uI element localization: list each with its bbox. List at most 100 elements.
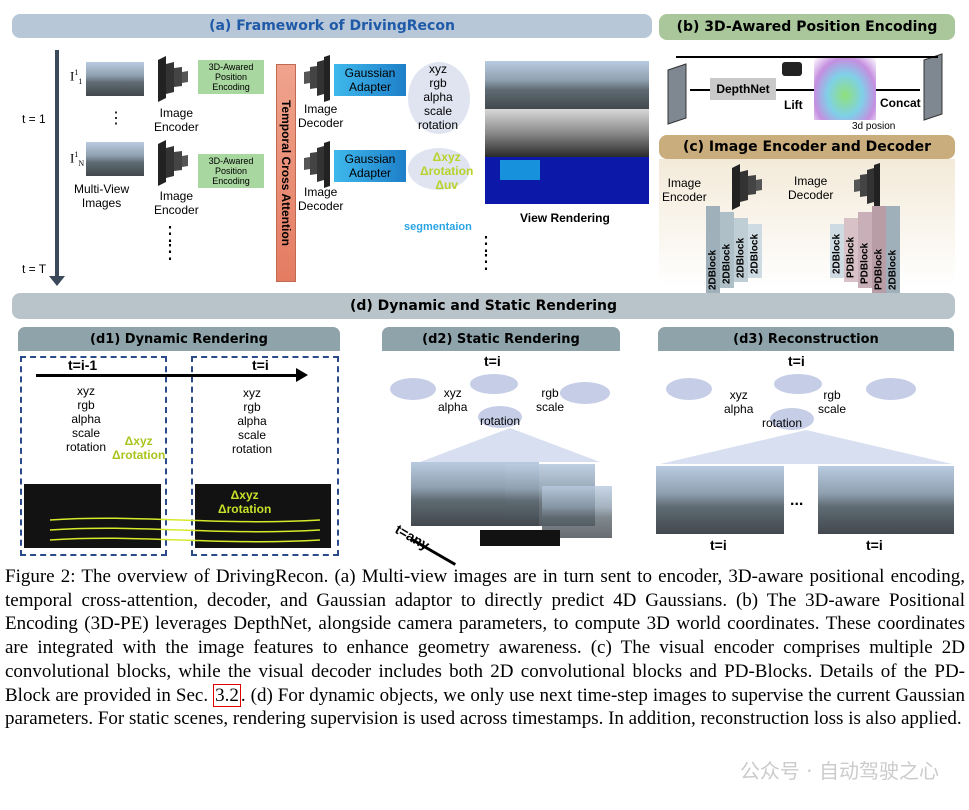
dots-vertical-2: ⋮ <box>160 223 180 245</box>
d1-params-prev: xyz rgb alpha scale rotation <box>66 384 107 454</box>
d3-xyz-alpha: xyz alpha <box>724 388 754 416</box>
dots-vertical-1: ⋮ <box>108 110 124 127</box>
d1-time-arrow-head <box>296 368 308 382</box>
dec-block-4: PDBlock <box>872 206 886 294</box>
d3-t-left: t=i <box>710 537 727 553</box>
gaussian-blob-bg-1 <box>408 62 470 134</box>
enc-block-2: 2DBlock <box>720 212 734 288</box>
arrow-b1 <box>690 89 710 91</box>
d1-title: (d1) Dynamic Rendering <box>18 327 340 351</box>
d1-time-arrow <box>36 374 298 377</box>
dec-block-1: 2DBlock <box>830 224 844 278</box>
input-image-n <box>86 142 144 176</box>
dots-vertical-3: ⋮ <box>160 241 180 263</box>
segmentation-label: segmentaion <box>404 221 472 233</box>
d2-blob-1 <box>390 378 436 400</box>
dec-block-3: PDBlock <box>858 212 872 288</box>
figure-caption: Figure 2: The overview of DrivingRecon. … <box>5 565 965 731</box>
d3-blob-2 <box>774 374 822 394</box>
c-image-encoder-icon <box>732 164 762 210</box>
enc-block-3: 2DBlock <box>734 218 748 282</box>
label-t1: t = 1 <box>22 112 46 126</box>
time-arrow-head <box>49 276 65 286</box>
view-rendering-label: View Rendering <box>520 211 610 225</box>
image-decoder-icon-1 <box>304 55 330 102</box>
caption-part2: . (d) For dynamic objects, we only use n… <box>5 684 965 730</box>
loop-arrow-top <box>676 56 938 58</box>
camera-icon <box>782 62 802 76</box>
image-decoder-icon-2 <box>304 141 330 188</box>
arrow-b2 <box>776 89 816 91</box>
input-image-1 <box>86 62 144 96</box>
concat-label: Concat <box>880 96 921 110</box>
section-ref-link[interactable]: 3.2 <box>213 683 241 707</box>
c-image-encoder-label: Image Encoder <box>662 176 707 204</box>
image-encoder-icon-2 <box>158 140 188 186</box>
arrow-b3 <box>876 89 920 91</box>
position-encoding-box-1: 3D-Awared Position Encoding <box>198 60 264 94</box>
d1-delta-prev: Δxyz Δrotation <box>112 434 166 462</box>
enc-block-1: 2DBlock <box>706 206 720 294</box>
d3-dots: ... <box>790 492 804 509</box>
d2-blob-3 <box>560 382 610 404</box>
dots-vertical-5: ⋮ <box>476 251 496 273</box>
d1-t-prev: t=i-1 <box>68 357 98 373</box>
d3-view-1 <box>656 466 784 534</box>
gaussian-blob-bg-2 <box>408 148 470 190</box>
label-tT: t = T <box>22 262 47 276</box>
d3-rgb-scale: rgb scale <box>818 388 847 416</box>
d3-blob-4 <box>770 408 814 430</box>
d2-view-mask <box>480 530 560 546</box>
panel-d-title: (d) Dynamic and Static Rendering <box>12 293 955 319</box>
watermark: 公众号 · 自动驾驶之心 <box>739 759 939 783</box>
d3-rotation: rotation <box>762 416 803 430</box>
d3-cone <box>660 430 952 464</box>
gaussian-params-top: xyz rgb alpha scale rotation <box>418 62 459 132</box>
enc-block-4: 2DBlock <box>748 224 762 278</box>
temporal-cross-attention-label: Temporal Cross Attention <box>279 99 293 247</box>
d1-delta-cur: Δxyz Δrotation <box>218 488 272 516</box>
gaussian-adapter-box-2: Gaussian Adapter <box>334 150 406 182</box>
image-decoder-label-1: Image Decoder <box>298 102 344 130</box>
gaussian-adapter-box-1: Gaussian Adapter <box>334 64 406 96</box>
seg-highlight <box>500 160 540 180</box>
rendered-rgb-image <box>485 61 649 109</box>
d1-render-prev <box>24 484 161 548</box>
d1-frame-prev <box>20 356 167 556</box>
panel-b-title: (b) 3D-Awared Position Encoding <box>659 14 955 40</box>
caption-part1: Figure 2: The overview of DrivingRecon. … <box>5 566 965 706</box>
panel-a-title: (a) Framework of DrivingRecon <box>12 14 652 38</box>
point-cloud-image <box>814 58 876 120</box>
c-image-decoder-label: Image Decoder <box>788 174 834 202</box>
d3-blob-1 <box>666 378 712 400</box>
position-encoding-box-2: 3D-Awared Position Encoding <box>198 154 264 188</box>
d3-t-right: t=i <box>866 537 883 553</box>
feature-map-out-icon <box>923 53 943 121</box>
d2-xyz-alpha: xyz alpha <box>438 386 468 414</box>
d2-rotation: rotation <box>480 414 521 428</box>
image-encoder-icon-1 <box>158 56 188 102</box>
image-label-i11: I11 <box>70 68 83 86</box>
d2-title: (d2) Static Rendering <box>382 327 620 351</box>
d2-cone <box>420 428 600 462</box>
panel-b-box <box>659 40 955 136</box>
d3-view-2 <box>818 466 954 534</box>
d2-blob-4 <box>478 406 522 428</box>
image-encoder-label-2: Image Encoder <box>154 189 199 217</box>
gaussian-params-delta: Δxyz Δrotation Δuv <box>420 150 474 192</box>
d3-blob-3 <box>866 378 916 400</box>
d2-blob-2 <box>470 374 518 394</box>
d3-t: t=i <box>788 353 805 369</box>
d1-t-cur: t=i <box>252 357 269 373</box>
multiview-label: Multi-View Images <box>74 182 130 210</box>
c-image-decoder-icon <box>854 163 880 210</box>
d2-tany-arrow <box>411 538 457 566</box>
posion-label: 3d posion <box>852 121 896 132</box>
lift-label: Lift <box>784 98 803 112</box>
d1-frame-cur <box>191 356 339 556</box>
d2-rgb-scale: rgb scale <box>536 386 565 414</box>
dots-vertical-4: ⋮ <box>476 233 496 255</box>
image-encoder-label-1: Image Encoder <box>154 106 199 134</box>
d2-view-3 <box>542 486 612 538</box>
image-decoder-label-2: Image Decoder <box>298 185 344 213</box>
